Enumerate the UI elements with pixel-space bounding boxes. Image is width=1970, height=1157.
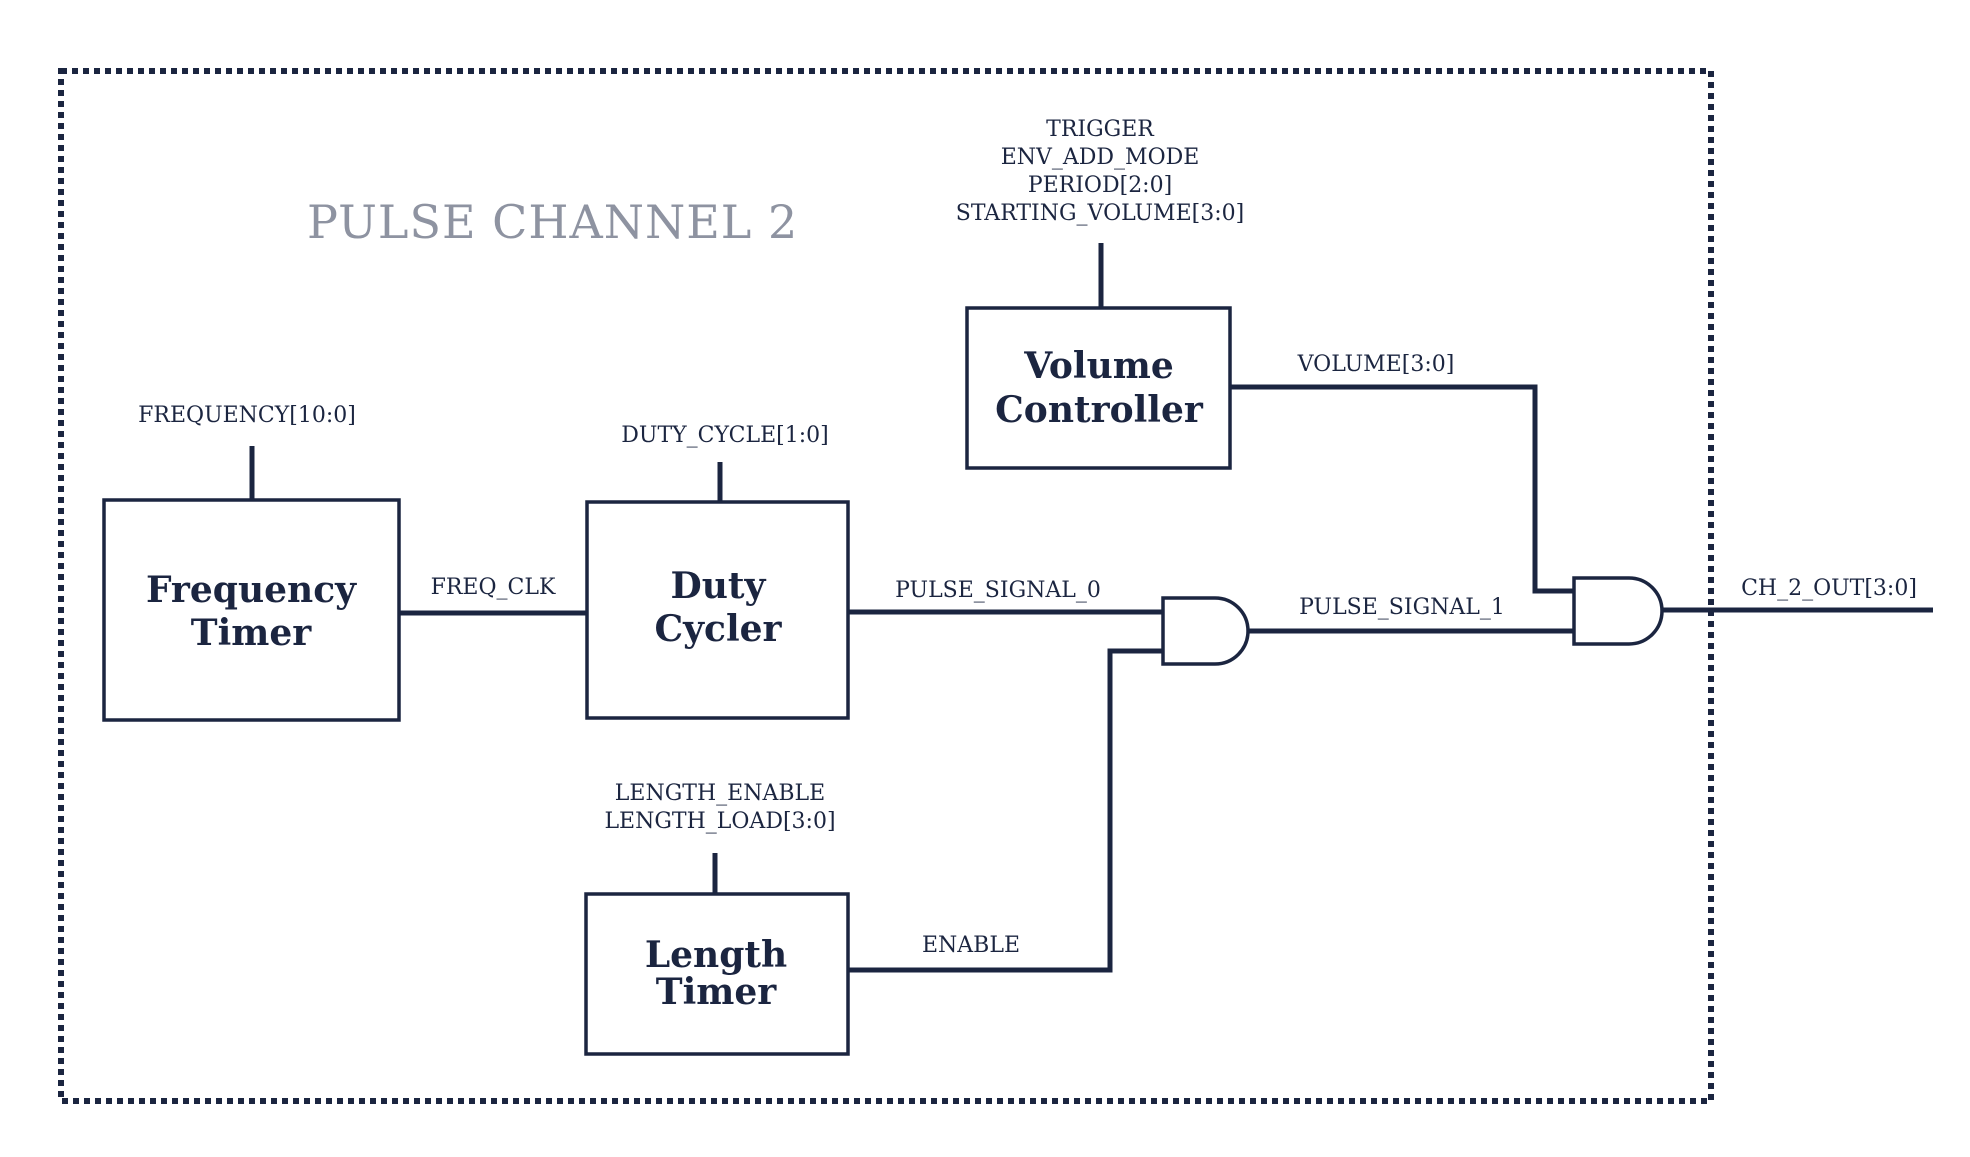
duty-cycle-input-label: DUTY_CYCLE[1:0]: [621, 423, 828, 448]
enable-signal-label: ENABLE: [922, 933, 1020, 958]
diagram-title: PULSE CHANNEL 2: [307, 195, 798, 249]
volume-controller-label-2: Controller: [995, 389, 1204, 431]
frequency-timer-label-2: Timer: [191, 612, 312, 654]
volume-wire: [1230, 384, 1574, 594]
period-input-label: PERIOD[2:0]: [1028, 173, 1172, 198]
length-enable-input-label: LENGTH_ENABLE: [615, 781, 825, 806]
trigger-input-label: TRIGGER: [1046, 117, 1155, 142]
volume-signal-label: VOLUME[3:0]: [1297, 352, 1455, 377]
frequency-timer-label-1: Frequency: [146, 569, 357, 611]
freq-clk-label: FREQ_CLK: [431, 575, 556, 600]
and-gate-1: [1161, 596, 1250, 666]
frequency-timer-block: Frequency Timer: [102, 498, 401, 722]
volume-controller-label-1: Volume: [1023, 345, 1173, 387]
duty-cycler-label-2: Cycler: [654, 608, 782, 650]
volume-controller-block: Volume Controller: [965, 306, 1232, 470]
duty-cycler-block: Duty Cycler: [585, 500, 850, 720]
and-gate-2: [1572, 576, 1664, 646]
enable-wire: [848, 648, 1163, 973]
starting-volume-input-label: STARTING_VOLUME[3:0]: [956, 201, 1244, 226]
length-timer-label-1: Length: [645, 934, 787, 976]
pulse-signal-1-label: PULSE_SIGNAL_1: [1299, 595, 1505, 620]
length-timer-block: Length Timer: [584, 892, 850, 1056]
pulse-signal-0-label: PULSE_SIGNAL_0: [895, 578, 1101, 603]
module-boundary: [58, 68, 1714, 1104]
env-add-mode-input-label: ENV_ADD_MODE: [1001, 145, 1200, 170]
length-load-input-label: LENGTH_LOAD[3:0]: [604, 809, 835, 834]
output-signal-label: CH_2_OUT[3:0]: [1741, 576, 1917, 601]
length-timer-label-2: Timer: [656, 971, 777, 1013]
frequency-input-label: FREQUENCY[10:0]: [138, 403, 356, 428]
duty-cycler-label-1: Duty: [671, 565, 767, 607]
